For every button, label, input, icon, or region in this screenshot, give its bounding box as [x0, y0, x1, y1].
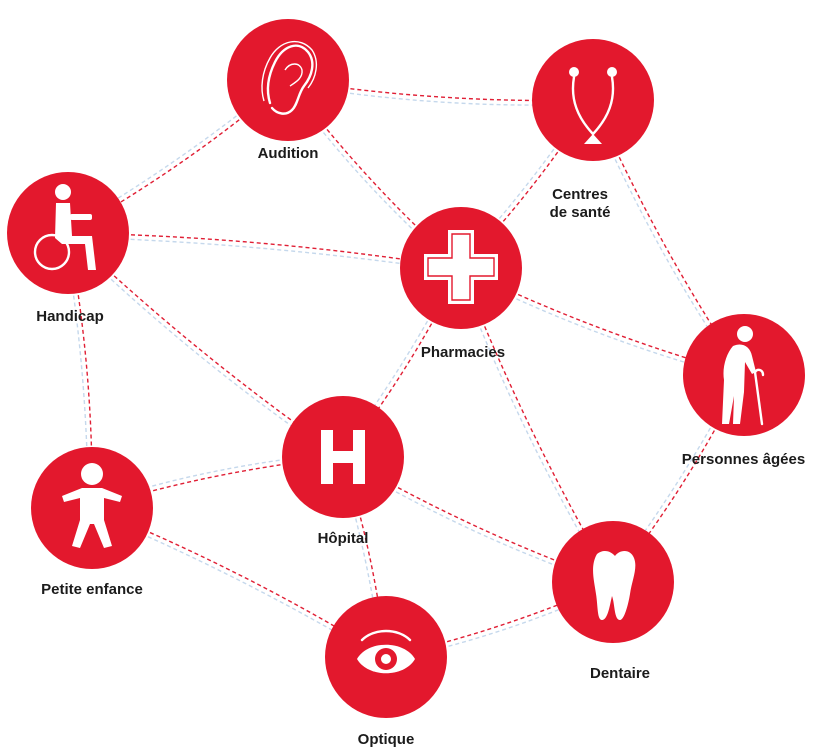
connection-shadow-audition-pharmacies — [284, 82, 459, 272]
node-audition — [227, 19, 349, 141]
label-centres-de-sante: Centres de santé — [549, 186, 611, 221]
label-handicap: Handicap — [36, 308, 104, 325]
node-optique — [325, 596, 447, 718]
elderly-person-icon — [722, 326, 765, 426]
node-pharmacies — [400, 207, 522, 329]
ear-icon — [261, 40, 318, 115]
child-icon — [62, 463, 122, 548]
node-dentaire — [552, 521, 674, 643]
wheelchair-icon — [33, 184, 96, 271]
connection-shadow-centres-pharmacies — [457, 97, 591, 267]
hospital-h-icon — [321, 430, 365, 484]
stethoscope-icon — [569, 67, 617, 144]
pharmacy-cross-icon — [424, 230, 498, 304]
connection-shadow-hopital-petite — [90, 452, 343, 505]
connection-centres-pharmacies — [460, 99, 594, 269]
label-audition: Audition — [257, 145, 319, 162]
node-personnes-agees — [683, 314, 805, 436]
connection-audition-pharmacies — [287, 79, 462, 269]
label-pharmacies: Pharmacies — [420, 344, 506, 361]
label-personnes-agees: Personnes âgées — [681, 451, 806, 468]
node-petite-enfance — [31, 447, 153, 569]
node-handicap — [7, 172, 129, 294]
label-petite-enfance: Petite enfance — [41, 581, 143, 598]
node-hopital — [282, 396, 404, 518]
label-hopital: Hôpital — [317, 530, 369, 547]
connection-hopital-petite — [91, 456, 344, 509]
node-centres-de-sante — [532, 39, 654, 161]
label-optique: Optique — [357, 731, 415, 748]
eye-icon — [357, 629, 415, 674]
label-dentaire: Dentaire — [589, 665, 651, 682]
tooth-icon — [593, 550, 636, 620]
